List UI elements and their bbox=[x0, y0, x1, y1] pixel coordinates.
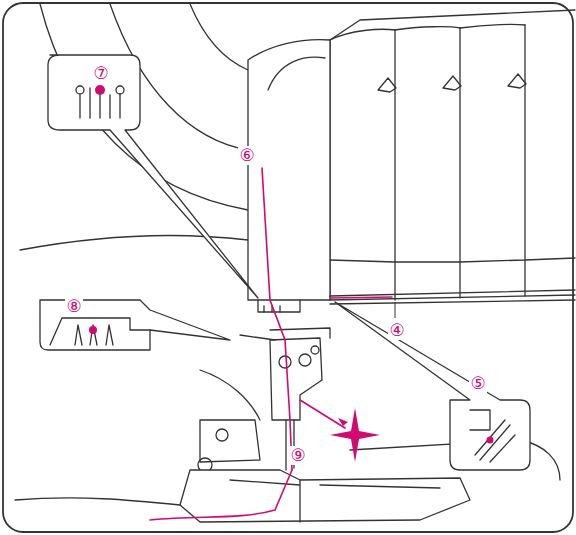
callout-number: ⑥ bbox=[238, 146, 255, 165]
callout-number: ⑦ bbox=[92, 64, 109, 83]
callout-number: ⑧ bbox=[65, 297, 82, 316]
callout-number: ④ bbox=[388, 321, 405, 340]
callout-number: ⑨ bbox=[289, 446, 306, 465]
callout-number: ⑤ bbox=[469, 374, 486, 393]
